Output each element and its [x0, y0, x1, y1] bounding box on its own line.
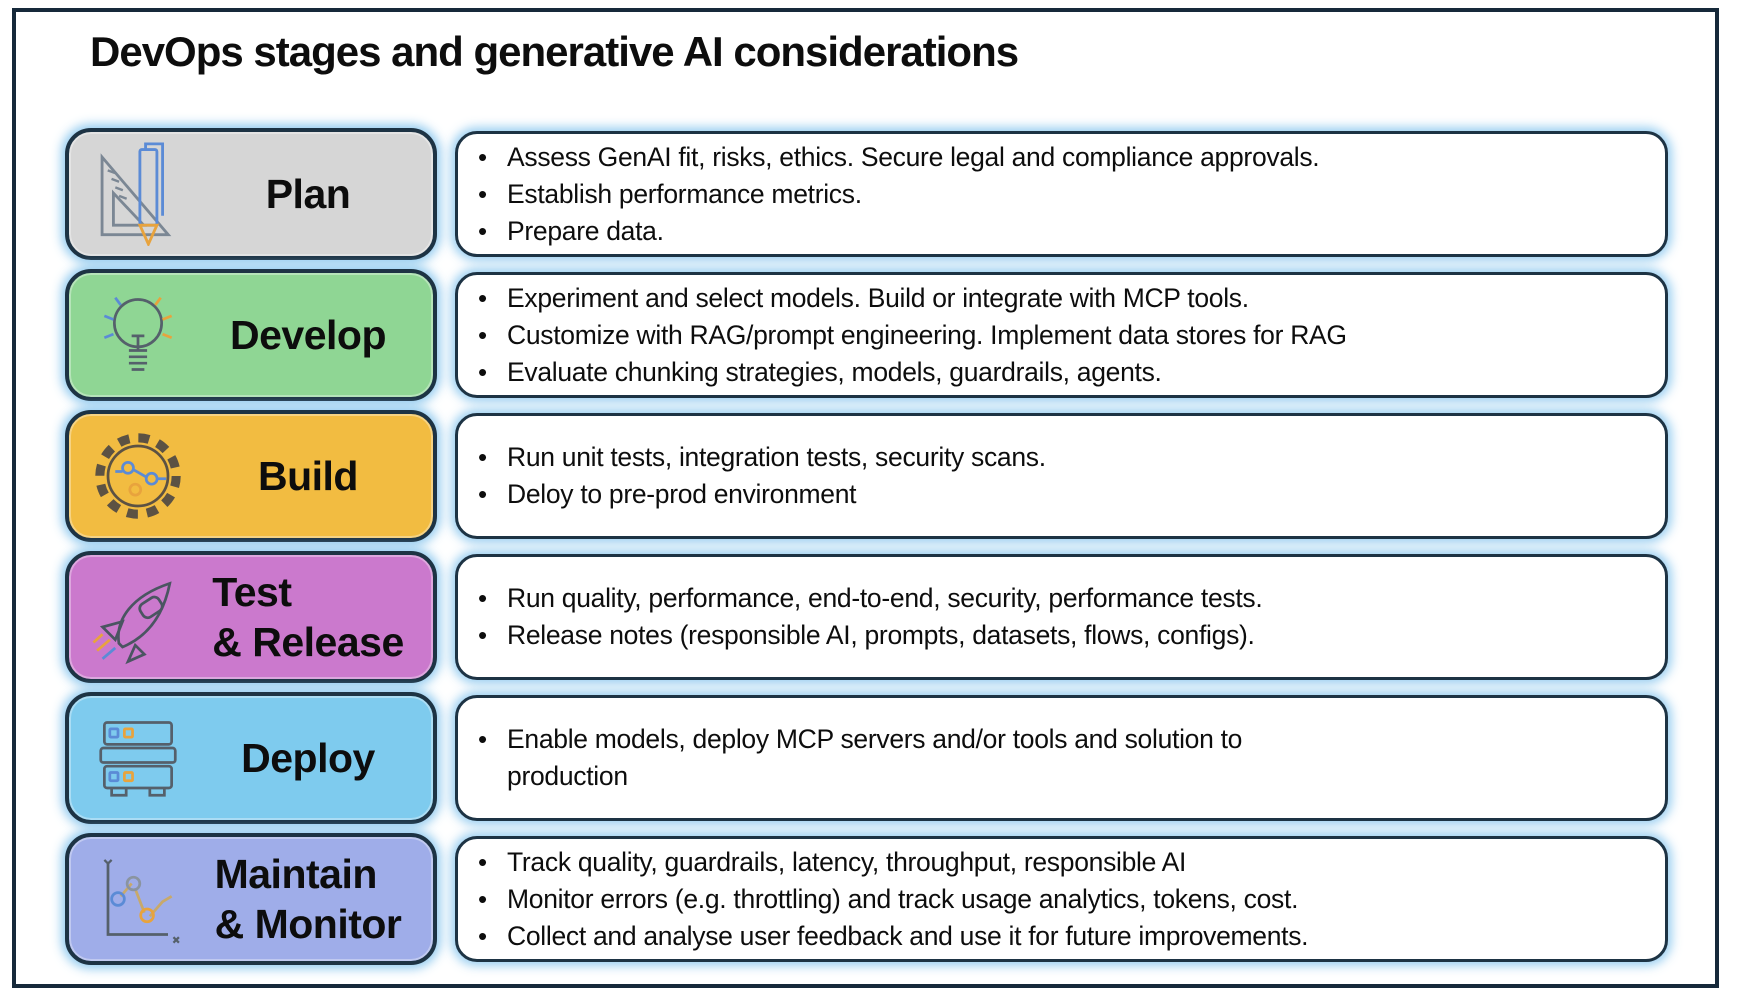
lightbulb-icon — [79, 283, 197, 387]
plan-considerations-panel: Assess GenAI fit, risks, ethics. Secure … — [455, 131, 1668, 257]
bullet-item: Establish performance metrics. — [470, 176, 1641, 213]
stage-row-test-release: Run quality, performance, end-to-end, se… — [65, 551, 1668, 683]
bullet-list: Enable models, deploy MCP servers and/or… — [458, 721, 1665, 795]
stage-label: Maintain & Monitor — [214, 850, 402, 947]
ruler-pencil-icon — [79, 142, 197, 246]
stage-badge-deploy: Deploy — [65, 692, 437, 824]
stage-label: Deploy — [241, 734, 375, 781]
server-stack-icon — [79, 706, 197, 810]
bullet-item: Run unit tests, integration tests, secur… — [470, 439, 1641, 476]
bullet-item: Monitor errors (e.g. throttling) and tra… — [470, 881, 1641, 918]
stage-row-build: Run unit tests, integration tests, secur… — [65, 410, 1668, 542]
stage-label: Test & Release — [212, 568, 404, 665]
line-chart-icon — [79, 847, 197, 951]
deploy-considerations-panel: Enable models, deploy MCP servers and/or… — [455, 695, 1668, 821]
bullet-list: Assess GenAI fit, risks, ethics. Secure … — [458, 139, 1665, 250]
stage-row-maintain-monitor: Track quality, guardrails, latency, thro… — [65, 833, 1668, 965]
gear-circuit-icon — [79, 424, 197, 528]
bullet-list: Experiment and select models. Build or i… — [458, 280, 1665, 391]
stage-row-plan: Assess GenAI fit, risks, ethics. Secure … — [65, 128, 1668, 260]
bullet-item: Customize with RAG/prompt engineering. I… — [470, 317, 1641, 354]
bullet-item: Track quality, guardrails, latency, thro… — [470, 844, 1641, 881]
bullet-item: Assess GenAI fit, risks, ethics. Secure … — [470, 139, 1641, 176]
build-considerations-panel: Run unit tests, integration tests, secur… — [455, 413, 1668, 539]
stage-badge-plan: Plan — [65, 128, 437, 260]
bullet-list: Run unit tests, integration tests, secur… — [458, 439, 1665, 513]
bullet-item: Prepare data. — [470, 213, 1641, 250]
stage-badge-develop: Develop — [65, 269, 437, 401]
bullet-item: Release notes (responsible AI, prompts, … — [470, 617, 1641, 654]
stage-row-deploy: Enable models, deploy MCP servers and/or… — [65, 692, 1668, 824]
stage-rows: Assess GenAI fit, risks, ethics. Secure … — [65, 128, 1668, 965]
stage-badge-build: Build — [65, 410, 437, 542]
bullet-item: Enable models, deploy MCP servers and/or… — [470, 721, 1641, 795]
stage-label: Plan — [265, 170, 351, 217]
stage-row-develop: Experiment and select models. Build or i… — [65, 269, 1668, 401]
stage-badge-maintain-monitor: Maintain & Monitor — [65, 833, 437, 965]
maintain-monitor-considerations-panel: Track quality, guardrails, latency, thro… — [455, 836, 1668, 962]
bullet-item: Experiment and select models. Build or i… — [470, 280, 1641, 317]
stage-badge-test-release: Test & Release — [65, 551, 437, 683]
bullet-item: Deloy to pre-prod environment — [470, 476, 1641, 513]
stage-label: Build — [258, 452, 358, 499]
stage-label: Develop — [230, 311, 387, 358]
bullet-list: Run quality, performance, end-to-end, se… — [458, 580, 1665, 654]
develop-considerations-panel: Experiment and select models. Build or i… — [455, 272, 1668, 398]
page-title: DevOps stages and generative AI consider… — [90, 28, 1019, 75]
bullet-item: Run quality, performance, end-to-end, se… — [470, 580, 1641, 617]
bullet-item: Collect and analyse user feedback and us… — [470, 918, 1641, 955]
bullet-list: Track quality, guardrails, latency, thro… — [458, 844, 1665, 955]
bullet-item: Evaluate chunking strategies, models, gu… — [470, 354, 1641, 391]
rocket-icon — [79, 565, 197, 669]
test-release-considerations-panel: Run quality, performance, end-to-end, se… — [455, 554, 1668, 680]
